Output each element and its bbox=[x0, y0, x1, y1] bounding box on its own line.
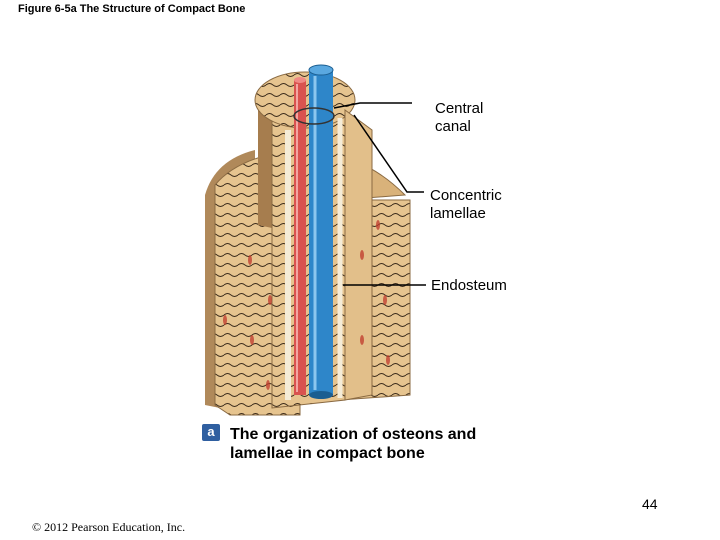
label-concentric-lamellae: Concentric lamellae bbox=[430, 187, 502, 222]
label-endosteum: Endosteum bbox=[431, 277, 507, 294]
osteocytes bbox=[223, 220, 390, 390]
panel-badge: a bbox=[202, 424, 220, 441]
vein bbox=[308, 64, 334, 399]
leader-lines bbox=[333, 102, 426, 286]
leader-concentric-lamellae bbox=[353, 114, 424, 193]
artery bbox=[294, 77, 306, 395]
label-central-canal: Central canal bbox=[435, 100, 484, 135]
copyright-notice: © 2012 Pearson Education, Inc. bbox=[32, 520, 186, 534]
figure-title: Figure 6-5a The Structure of Compact Bon… bbox=[18, 3, 246, 15]
figure-caption: The organization of osteons and lamellae… bbox=[230, 426, 477, 462]
central-canal-ring bbox=[293, 107, 335, 125]
page-number: 44 bbox=[642, 496, 658, 512]
leader-central-canal bbox=[333, 102, 412, 109]
